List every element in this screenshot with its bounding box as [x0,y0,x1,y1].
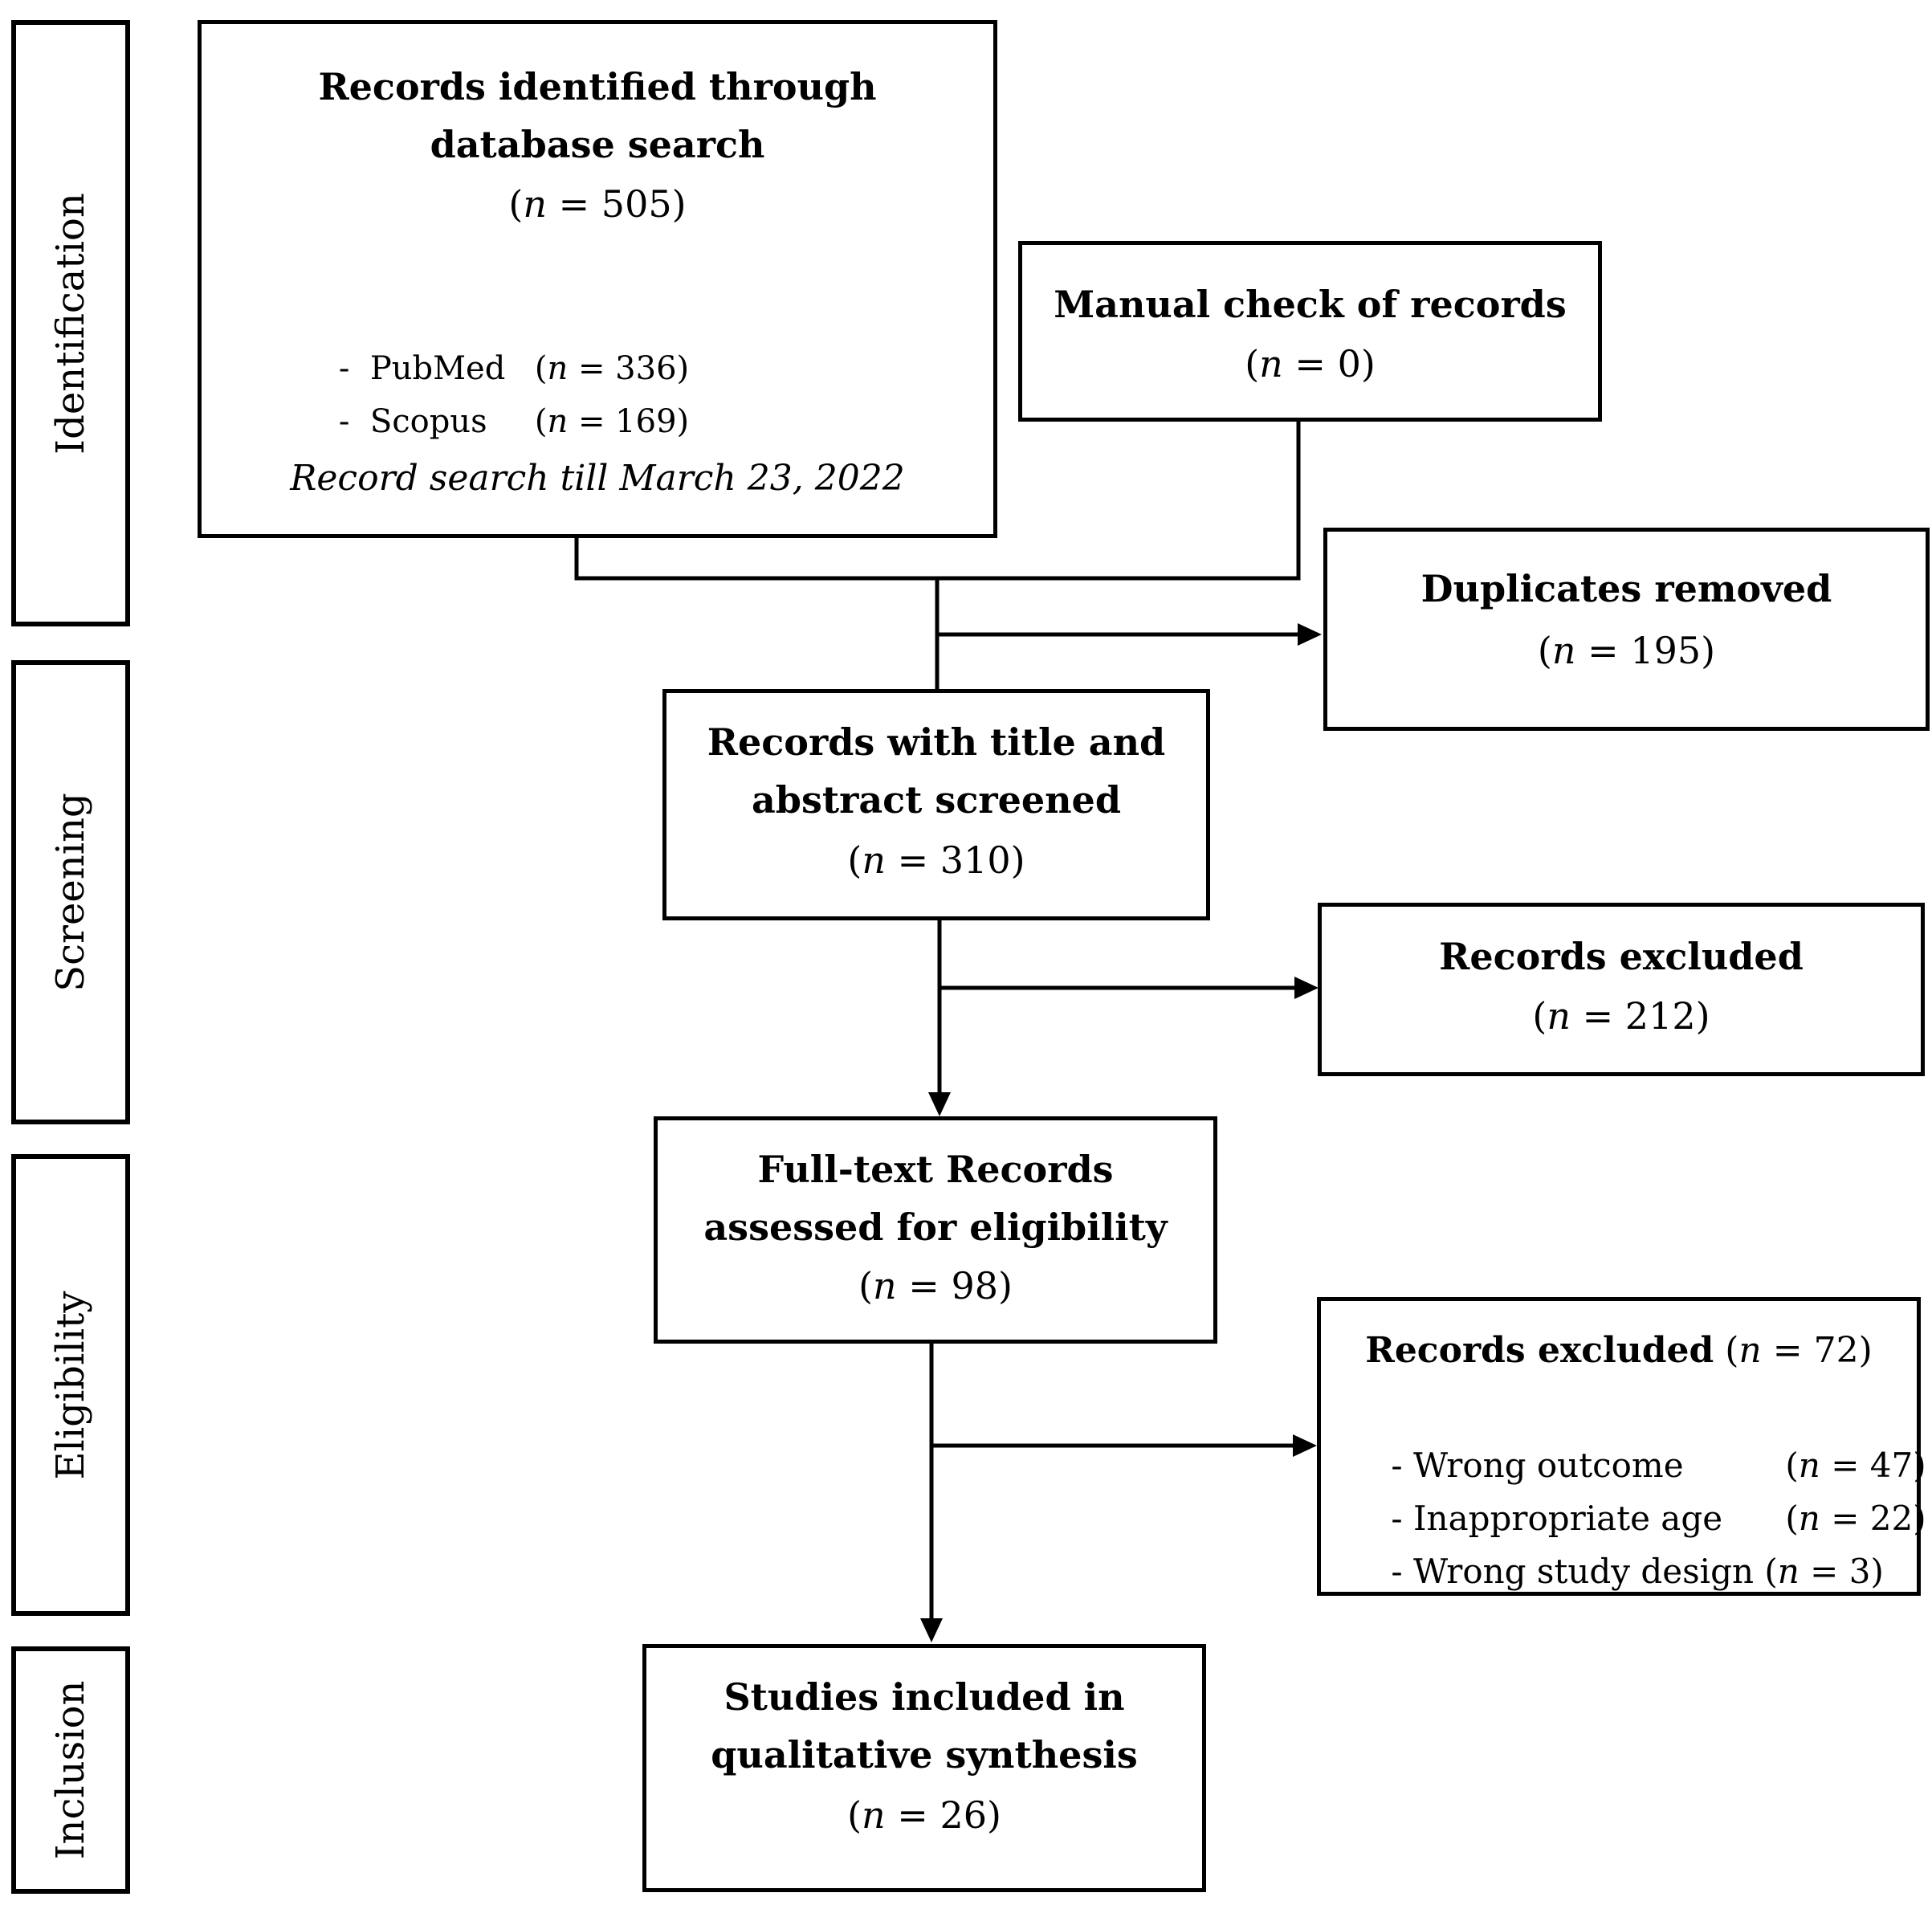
arrow-to-duplicates-icon [1298,623,1322,646]
studies-included-title-line2: qualitative synthesis [711,1733,1138,1777]
records-excluded-screening-title: Records excluded [1439,935,1804,978]
manual-check-title: Manual check of records [1054,283,1567,326]
reason-inappropriate-age: - Inappropriate age [1391,1499,1723,1538]
source-scopus: - Scopus [338,403,487,440]
stage-inclusion: Inclusion [11,1646,130,1894]
records-identified-box: Records identified through database sear… [198,20,997,538]
duplicates-removed-box: Duplicates removed (n = 195) [1323,528,1930,731]
fulltext-assessed-title-line1: Full-text Records [757,1148,1114,1191]
stage-screening: Screening [11,660,130,1124]
fulltext-assessed-box: Full-text Records assessed for eligibili… [654,1116,1217,1344]
records-screened-title-line2: abstract screened [752,778,1121,822]
arrow-to-fulltext-icon [928,1092,951,1116]
reason-wrong-outcome-count: (n = 47) [1785,1446,1926,1485]
records-excluded-screening-count: (n = 212) [1532,994,1710,1038]
arrow-to-excluded-screening-icon [1294,977,1319,999]
record-search-note: Record search till March 23, 2022 [290,458,905,499]
reason-wrong-outcome: - Wrong outcome [1391,1446,1684,1485]
stage-identification: Identification [11,20,130,626]
records-excluded-screening-box: Records excluded (n = 212) [1318,903,1925,1076]
records-identified-count: (n = 505) [508,182,687,226]
manual-check-count: (n = 0) [1245,342,1376,385]
manual-check-box: Manual check of records (n = 0) [1018,241,1602,422]
records-screened-title-line1: Records with title and [707,720,1166,764]
studies-included-title-line1: Studies included in [723,1675,1125,1719]
fulltext-assessed-count: (n = 98) [858,1264,1013,1307]
fulltext-assessed-title-line2: assessed for eligibility [703,1205,1168,1249]
source-scopus-count: (n = 169) [534,403,690,440]
records-excluded-fulltext-box: Records excluded (n = 72) - Wrong outcom… [1317,1297,1926,1596]
source-pubmed: - PubMed [338,350,506,387]
duplicates-removed-count: (n = 195) [1537,629,1716,672]
source-pubmed-count: (n = 336) [534,350,690,387]
arrow-to-included-icon [920,1618,943,1642]
records-excluded-fulltext-heading: Records excluded (n = 72) [1365,1330,1873,1371]
records-screened-count: (n = 310) [847,838,1025,882]
studies-included-count: (n = 26) [847,1793,1001,1837]
arrow-to-excluded-fulltext-icon [1293,1434,1317,1457]
duplicates-removed-title: Duplicates removed [1420,567,1832,610]
reason-inappropriate-age-count: (n = 22) [1785,1499,1926,1538]
studies-included-box: Studies included in qualitative synthesi… [642,1644,1206,1892]
records-screened-box: Records with title and abstract screened… [662,689,1210,920]
records-identified-title-line1: Records identified through [318,65,877,108]
stage-eligibility: Eligibility [11,1154,130,1616]
reason-wrong-study-design: - Wrong study design (n = 3) [1391,1552,1884,1591]
records-identified-title-line2: database search [430,123,765,166]
